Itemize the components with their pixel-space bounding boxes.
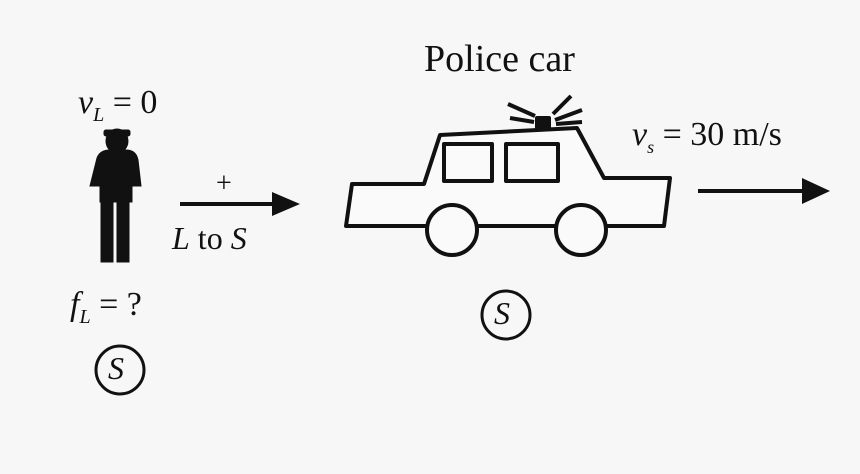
listener-velocity-label: vL = 0 <box>78 84 158 126</box>
direction-sign: + <box>216 168 232 199</box>
source-title: Police car <box>424 38 575 80</box>
siren-light-rays <box>507 94 583 126</box>
source-velocity-label: vs = 30 m/s <box>632 116 782 157</box>
listener-figure <box>89 128 142 263</box>
source-velocity-arrow <box>698 178 830 204</box>
listener-frequency-label: fL = ? <box>70 286 142 328</box>
source-circle-label: S <box>494 295 510 331</box>
listener-circle <box>94 344 146 396</box>
source-circle <box>480 289 532 341</box>
direction-arrow <box>180 192 300 216</box>
direction-label: L to S <box>172 220 247 256</box>
listener-circle-label: S <box>108 350 124 386</box>
police-car <box>344 116 672 257</box>
